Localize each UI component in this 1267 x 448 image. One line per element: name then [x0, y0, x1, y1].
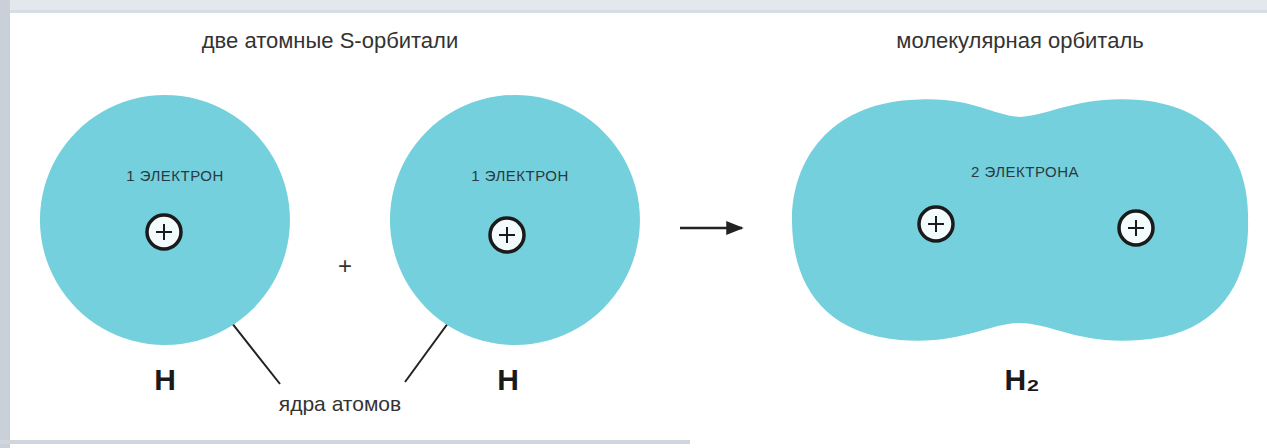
- electron-count: 1 ЭЛЕКТРОН: [471, 167, 569, 184]
- nucleus: [1119, 211, 1153, 245]
- orbital-shape: [390, 95, 640, 345]
- electron-count: 1 ЭЛЕКТРОН: [126, 167, 224, 184]
- nucleus: [490, 218, 524, 252]
- nucleus: [147, 215, 181, 249]
- plus-sign: +: [338, 252, 352, 280]
- orbital-shape: [790, 95, 1250, 345]
- heading-label: молекулярная орбиталь: [896, 28, 1143, 54]
- reaction-arrow: [680, 227, 742, 230]
- atom-symbol: H: [154, 363, 176, 397]
- atom-symbol: H₂: [1005, 363, 1040, 397]
- orbital-shape: [40, 95, 290, 345]
- heading-label: две атомные S-орбитали: [202, 28, 458, 54]
- atomic-orbital: 1 ЭЛЕКТРОНH: [390, 95, 640, 345]
- molecular-orbital: 2 ЭЛЕКТРОНАH₂: [790, 95, 1250, 345]
- nuclei-label: ядра атомов: [279, 392, 401, 416]
- nucleus: [919, 207, 953, 241]
- electron-count: 2 ЭЛЕКТРОНА: [971, 163, 1079, 180]
- atom-symbol: H: [497, 363, 519, 397]
- atomic-orbital: 1 ЭЛЕКТРОНH: [40, 95, 290, 345]
